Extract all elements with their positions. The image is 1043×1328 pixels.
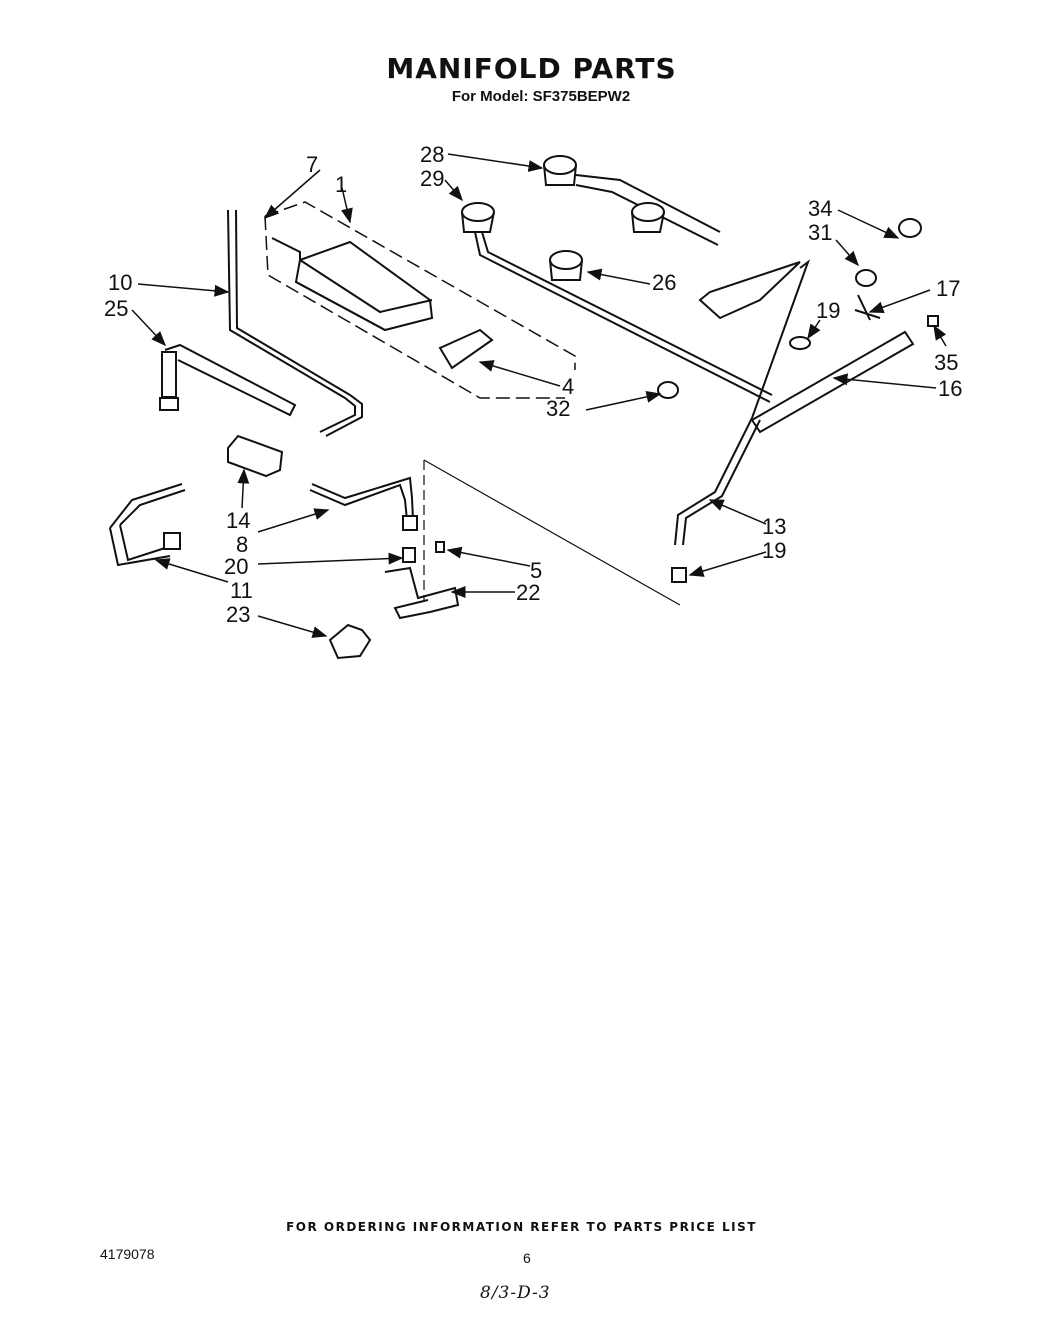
part-label: 7: [306, 152, 318, 177]
part-label: 11: [230, 578, 253, 603]
part-label: 25: [104, 296, 128, 321]
part-label: 32: [546, 396, 570, 421]
part-label: 16: [938, 376, 962, 401]
part-label: 22: [516, 580, 540, 605]
part-label: 19: [816, 298, 840, 323]
part-label: 10: [108, 270, 132, 295]
handwritten-note: 8/3-D-3: [480, 1283, 551, 1303]
part-label: 26: [652, 270, 676, 295]
model-subtitle: For Model: SF375BEPW2: [451, 88, 631, 105]
part-label: 23: [226, 602, 250, 627]
part-label: 1: [335, 172, 347, 197]
page-title: MANIFOLD PARTS: [386, 52, 677, 85]
part-label: 20: [224, 554, 248, 579]
part-label: 31: [808, 220, 832, 245]
page-number: 6: [523, 1250, 531, 1266]
part-label: 29: [420, 166, 444, 191]
part-label: 8: [236, 532, 248, 557]
part-label: 35: [934, 350, 958, 375]
part-label: 5: [530, 558, 542, 583]
document-number: 4179078: [100, 1246, 155, 1262]
part-labels: 7 1 28 29 34 31 10 25 26 17 19 35 4 16 3…: [104, 142, 962, 627]
part-label: 13: [762, 514, 786, 539]
part-label: 14: [226, 508, 250, 533]
part-label: 28: [420, 142, 444, 167]
burner-box-part: [271, 237, 434, 332]
part-label: 19: [762, 538, 786, 563]
part-label: 34: [808, 196, 832, 221]
ordering-note: FOR ORDERING INFORMATION REFER TO PARTS …: [286, 1220, 757, 1234]
part-label: 4: [562, 374, 574, 399]
part-label: 17: [936, 276, 960, 301]
